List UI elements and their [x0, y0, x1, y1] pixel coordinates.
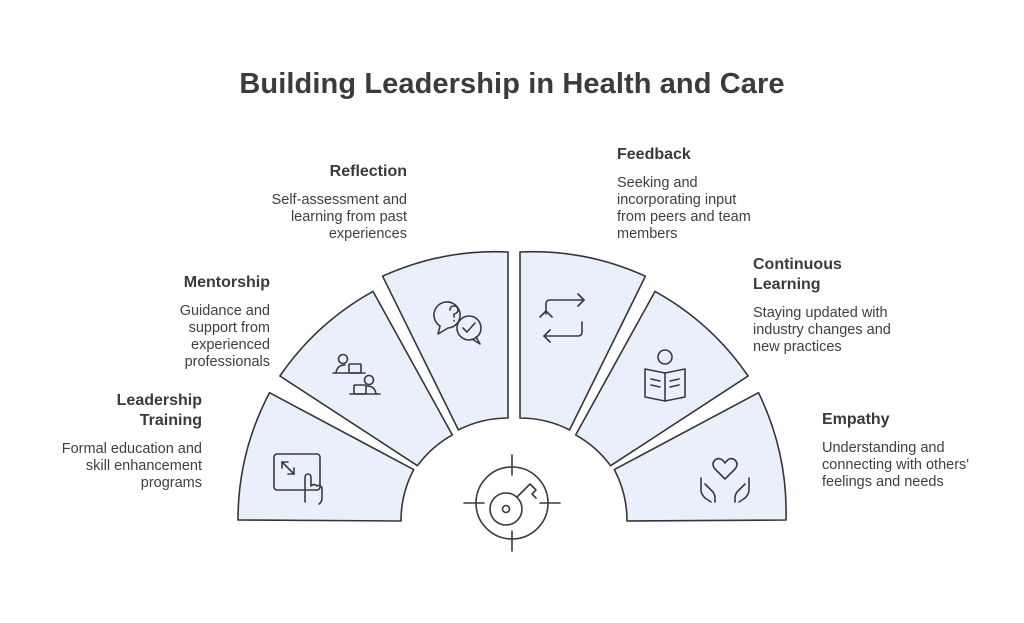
label-feedback: Feedback Seeking and incorporating input… [617, 145, 767, 243]
touch-screen-icon [273, 453, 323, 505]
desc-feedback: Seeking and incorporating input from pee… [617, 175, 751, 242]
label-reflection: Reflection Self-assessment and learning … [256, 162, 407, 243]
question-check-bubbles-icon [433, 301, 482, 345]
heading-mentorship: Mentorship [183, 274, 270, 291]
segment-continuous-learning [574, 290, 749, 467]
desc-continuous-learning: Staying updated with industry changes an… [753, 305, 891, 355]
feedback-loop-icon [539, 293, 585, 343]
segment-mentorship [279, 290, 454, 467]
heading-feedback: Feedback [617, 146, 691, 163]
mentoring-laptops-icon [332, 353, 381, 395]
heading-empathy: Empathy [822, 411, 890, 428]
segment-leadership-training [237, 391, 415, 522]
desc-mentorship: Guidance and support from experienced pr… [179, 303, 270, 370]
heading-continuous-learning: Continuous Learning [753, 256, 842, 293]
target-key-icon [463, 454, 561, 552]
segment-empathy [613, 391, 787, 522]
label-leadership-training: Leadership Training Formal education and… [40, 391, 202, 492]
heading-leadership-training: Leadership Training [116, 392, 202, 429]
label-empathy: Empathy Understanding and connecting wit… [822, 410, 982, 491]
segments [237, 250, 787, 522]
diagram-title: Building Leadership in Health and Care [239, 68, 785, 100]
desc-empathy: Understanding and connecting with others… [822, 440, 970, 490]
segment-reflection [381, 250, 509, 431]
desc-reflection: Self-assessment and learning from past e… [271, 192, 407, 242]
label-mentorship: Mentorship Guidance and support from exp… [110, 273, 270, 371]
desc-leadership-training: Formal education and skill enhancement p… [61, 441, 202, 491]
heading-reflection: Reflection [329, 163, 407, 180]
label-continuous-learning: Continuous Learning Staying updated with… [753, 255, 898, 356]
heart-hands-icon [700, 457, 750, 503]
segment-feedback [519, 250, 647, 431]
reading-person-icon [644, 349, 686, 402]
